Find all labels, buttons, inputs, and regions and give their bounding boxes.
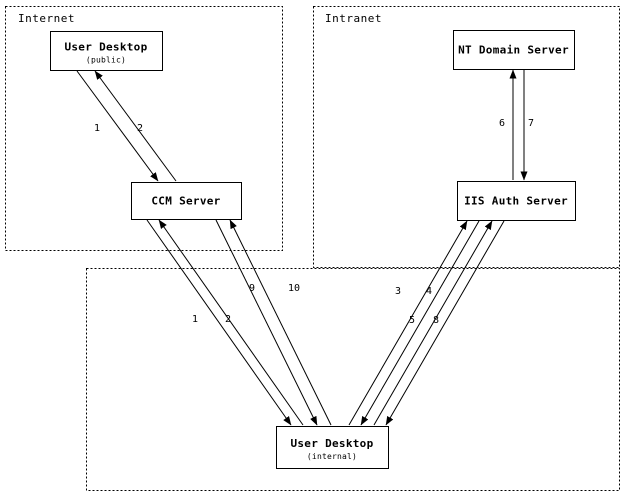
flow-label-flow-9: 9 xyxy=(249,283,255,294)
flow-label-flow-3: 3 xyxy=(395,286,401,297)
zone-label-intranet: Intranet xyxy=(325,12,382,25)
node-nt-domain-server[interactable]: NT Domain Server xyxy=(453,30,575,70)
flow-arrow-flow-4 xyxy=(360,220,480,426)
flow-label-flow-6: 6 xyxy=(499,118,505,129)
flows-layer xyxy=(76,69,528,426)
flow-label-flow-5: 5 xyxy=(409,315,415,326)
flow-label-flow-1-internal: 1 xyxy=(192,314,198,325)
nodes-layer: User Desktop (public) CCM Server NT Domain … xyxy=(50,30,576,469)
node-title-user-desktop-public: User Desktop xyxy=(64,41,147,54)
node-user-desktop-public[interactable]: User Desktop (public) xyxy=(50,31,163,71)
zone-boundary-intranet xyxy=(313,6,620,268)
zone-boundary-internet xyxy=(5,6,283,251)
node-title-iis-auth-server: IIS Auth Server xyxy=(464,195,568,208)
flow-label-flow-10: 10 xyxy=(288,283,300,294)
flow-arrow-flow-3 xyxy=(348,220,468,426)
flow-arrow-flow-9 xyxy=(215,219,318,426)
zones-layer: Internet Intranet xyxy=(5,6,620,491)
node-box-user-desktop-public xyxy=(50,31,163,71)
flow-arrow-flow-1-public xyxy=(76,70,159,182)
node-title-user-desktop-internal: User Desktop xyxy=(290,437,373,450)
flow-label-flow-4: 4 xyxy=(426,286,432,297)
node-box-nt-domain-server xyxy=(453,30,575,70)
flow-label-flow-2-internal: 2 xyxy=(225,314,231,325)
node-title-ccm-server: CCM Server xyxy=(151,195,220,208)
flow-labels-layer: 1 2 1 2 9 10 3 4 5 8 6 7 xyxy=(94,118,534,326)
flow-arrow-flow-10 xyxy=(229,219,332,426)
flow-arrow-flow-1-internal xyxy=(146,219,292,426)
node-subtitle-user-desktop-public: (public) xyxy=(86,56,126,65)
flow-arrow-flow-2-public xyxy=(94,70,177,182)
zone-label-internet: Internet xyxy=(18,12,75,25)
flow-label-flow-7: 7 xyxy=(528,118,534,129)
flow-arrow-flow-8 xyxy=(385,220,505,426)
node-box-iis-auth-server xyxy=(457,181,576,221)
flow-label-flow-2-public: 2 xyxy=(137,123,143,134)
node-iis-auth-server[interactable]: IIS Auth Server xyxy=(457,181,576,221)
flow-arrow-flow-5 xyxy=(373,220,493,426)
node-box-ccm-server xyxy=(131,182,242,220)
node-box-user-desktop-internal xyxy=(276,426,389,469)
node-subtitle-user-desktop-internal: (internal) xyxy=(307,452,357,461)
node-ccm-server[interactable]: CCM Server xyxy=(131,182,242,220)
flow-arrow-flow-2-internal xyxy=(158,219,304,426)
zone-boundary-internal-lan xyxy=(86,268,620,491)
node-title-nt-domain-server: NT Domain Server xyxy=(458,44,569,57)
flow-label-flow-1-public: 1 xyxy=(94,123,100,134)
flow-label-flow-8: 8 xyxy=(433,315,439,326)
node-user-desktop-internal[interactable]: User Desktop (internal) xyxy=(276,426,389,469)
